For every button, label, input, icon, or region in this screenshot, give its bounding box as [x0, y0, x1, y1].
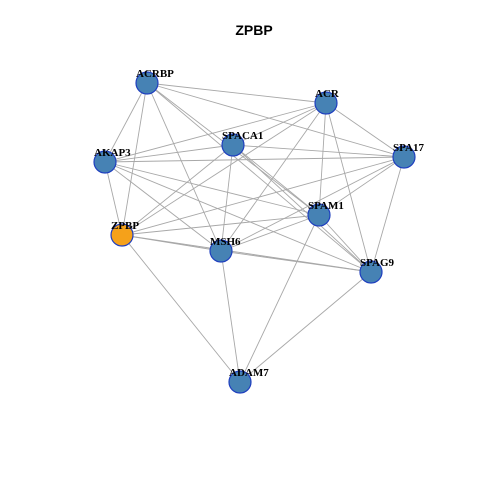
edge-spaca1-spag9	[232, 144, 372, 273]
node-label-spaca1: SPACA1	[222, 130, 263, 142]
edge-acrbp-zpbp	[121, 82, 148, 236]
node-label-msh6: MSH6	[210, 236, 241, 248]
node-circle-zpbp	[110, 223, 134, 247]
node-label-adam7: ADAM7	[229, 367, 269, 379]
node-label-acrbp: ACRBP	[136, 68, 174, 80]
node-acr: ACR	[314, 88, 340, 115]
edge-spa17-zpbp	[121, 156, 405, 236]
node-label-spa17: SPA17	[393, 142, 424, 154]
edge-acrbp-acr	[146, 82, 327, 104]
edge-akap3-spag9	[104, 161, 372, 273]
edge-spam1-adam7	[239, 214, 320, 383]
edges-layer	[104, 82, 405, 383]
edge-acr-spaca1	[232, 102, 327, 146]
edge-acr-msh6	[220, 102, 327, 252]
edge-acrbp-akap3	[104, 82, 148, 163]
node-circle-acr	[314, 91, 338, 115]
node-adam7: ADAM7	[228, 367, 269, 394]
edge-msh6-spag9	[220, 250, 372, 273]
edge-spam1-msh6	[220, 214, 320, 252]
node-spa17: SPA17	[392, 142, 424, 169]
edge-acrbp-spa17	[146, 82, 405, 158]
node-circle-spaca1	[221, 133, 245, 157]
node-circle-akap3	[93, 150, 117, 174]
node-circle-adam7	[228, 370, 252, 394]
edge-spam1-spag9	[318, 214, 372, 273]
edge-spaca1-spam1	[232, 144, 320, 216]
edge-spa17-spag9	[370, 156, 405, 273]
edge-msh6-adam7	[220, 250, 241, 383]
graph-title: ZPBP	[235, 22, 272, 38]
node-acrbp: ACRBP	[135, 68, 174, 95]
node-spaca1: SPACA1	[221, 130, 263, 157]
edge-akap3-spam1	[104, 161, 320, 216]
node-zpbp: ZPBP	[110, 220, 139, 247]
edge-spam1-zpbp	[121, 214, 320, 236]
node-label-spag9: SPAG9	[360, 257, 395, 269]
node-label-akap3: AKAP3	[94, 147, 131, 159]
edge-zpbp-adam7	[121, 234, 241, 383]
node-circle-acrbp	[135, 71, 159, 95]
edge-spaca1-spa17	[232, 144, 405, 158]
edge-akap3-msh6	[104, 161, 222, 252]
edge-acr-spag9	[325, 102, 372, 273]
edge-acrbp-msh6	[146, 82, 222, 252]
node-circle-spa17	[392, 145, 416, 169]
edge-spa17-msh6	[220, 156, 405, 252]
edge-acr-spam1	[318, 102, 327, 216]
edge-acr-spa17	[325, 102, 405, 158]
node-akap3: AKAP3	[93, 147, 131, 174]
edge-akap3-zpbp	[104, 161, 123, 236]
node-circle-msh6	[209, 239, 233, 263]
edge-spaca1-msh6	[220, 144, 234, 252]
node-spam1: SPAM1	[307, 200, 344, 227]
node-label-acr: ACR	[315, 88, 340, 100]
node-label-zpbp: ZPBP	[111, 220, 139, 232]
edge-acr-akap3	[104, 102, 327, 163]
node-msh6: MSH6	[209, 236, 241, 263]
node-circle-spag9	[359, 260, 383, 284]
edge-spa17-spam1	[318, 156, 405, 216]
node-spag9: SPAG9	[359, 257, 395, 284]
node-circle-spam1	[307, 203, 331, 227]
node-label-spam1: SPAM1	[308, 200, 344, 212]
edge-spag9-adam7	[239, 271, 372, 383]
edge-akap3-spa17	[104, 156, 405, 163]
edge-acr-zpbp	[121, 102, 327, 236]
edge-spaca1-akap3	[104, 144, 234, 163]
edge-acrbp-spag9	[146, 82, 372, 273]
